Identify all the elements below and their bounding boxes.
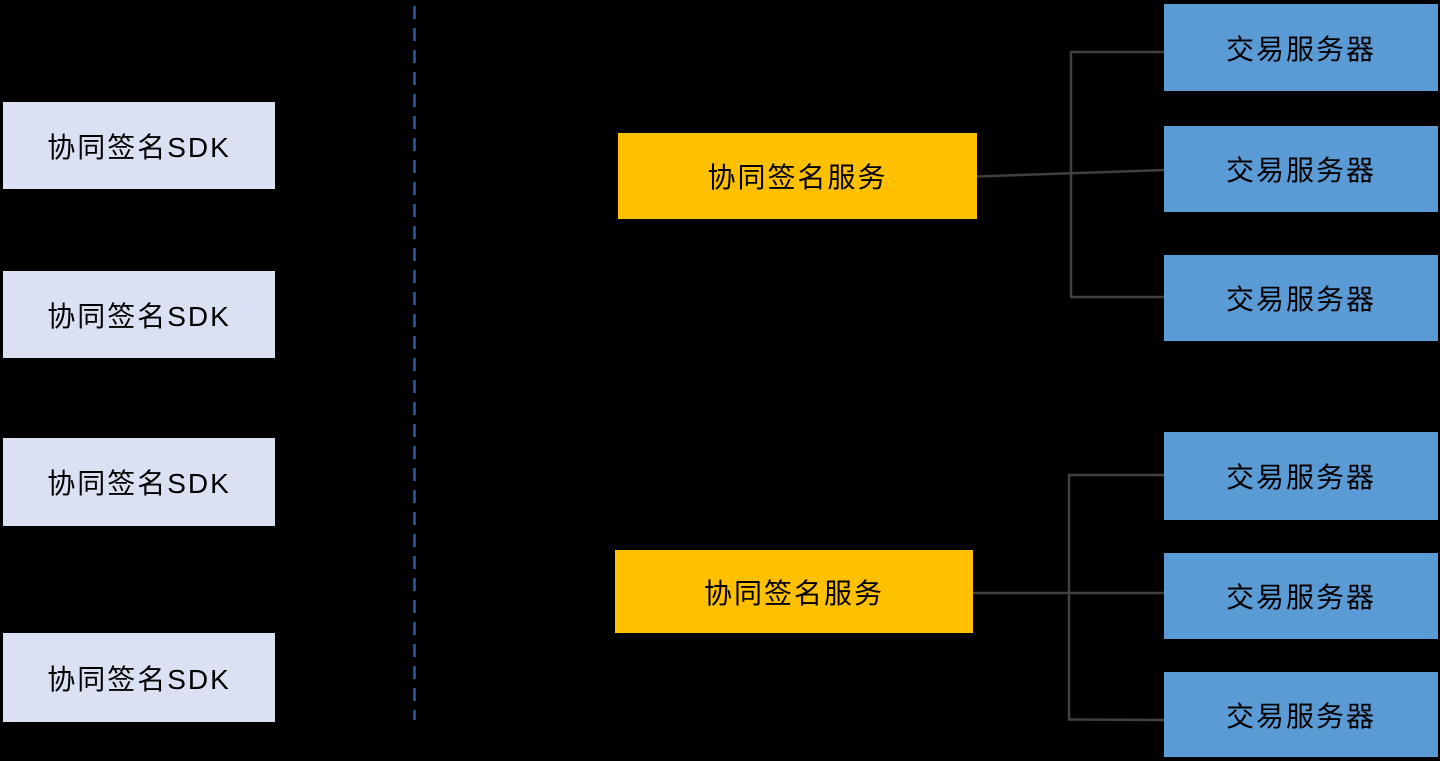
- connector-service1-to-server2: [976, 168, 1165, 178]
- server-node-4: 交易服务器: [1164, 432, 1438, 520]
- sdk-node-2: 协同签名SDK: [3, 271, 275, 358]
- sdk-node-3: 协同签名SDK: [3, 438, 275, 526]
- server-node-3: 交易服务器: [1164, 255, 1438, 341]
- service-node-2: 协同签名服务: [615, 550, 973, 633]
- sdk-node-4: 协同签名SDK: [3, 633, 275, 722]
- server-node-2: 交易服务器: [1164, 126, 1438, 212]
- server-node-6: 交易服务器: [1164, 672, 1438, 757]
- server-node-5: 交易服务器: [1164, 553, 1438, 639]
- connector-service2-to-server6: [1067, 718, 1165, 722]
- server-node-1: 交易服务器: [1164, 4, 1438, 91]
- sdk-node-1: 协同签名SDK: [3, 102, 275, 189]
- service-node-1: 协同签名服务: [618, 133, 977, 219]
